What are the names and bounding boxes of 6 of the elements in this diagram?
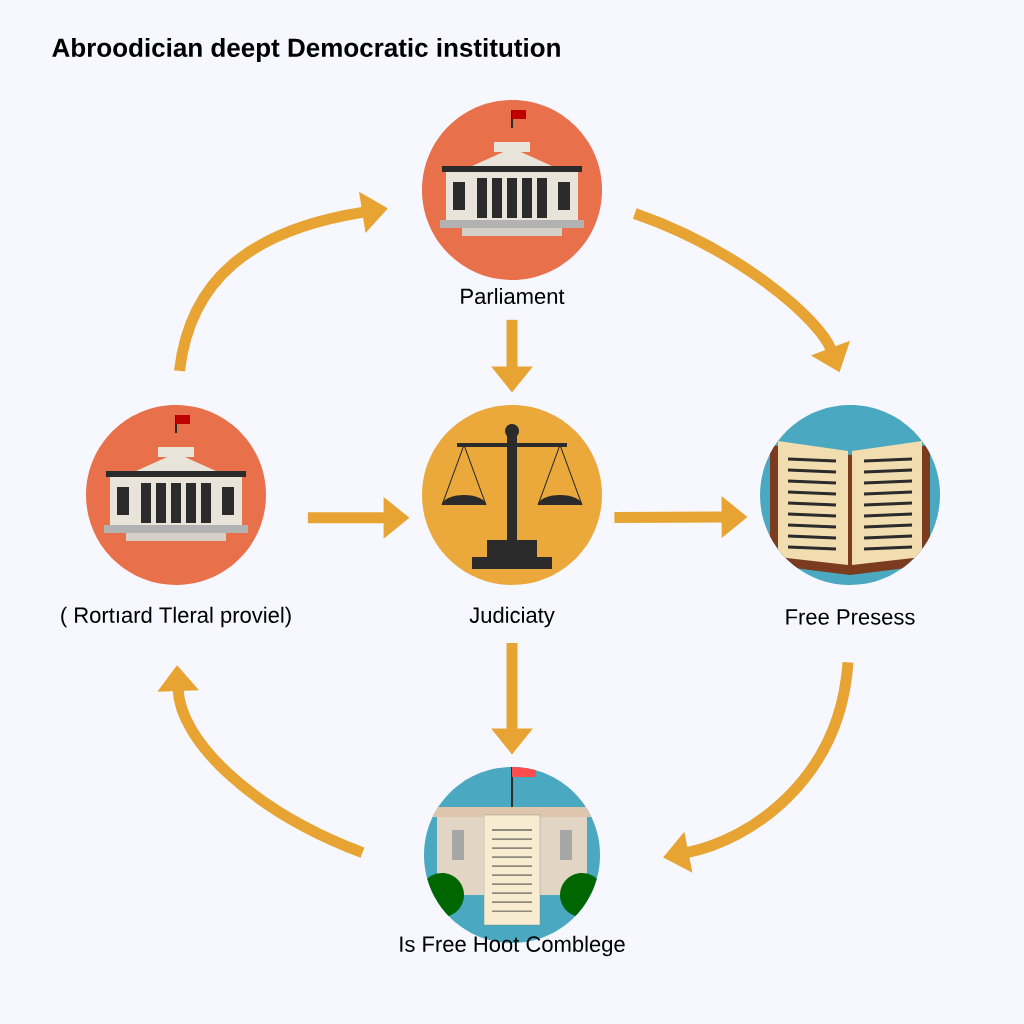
node-label: Free Presess <box>786 609 915 625</box>
node-label: Is Free Hoot Comblege <box>400 935 625 957</box>
title: Abroodician deept Democratic institution <box>52 37 560 63</box>
node-label: Judiciaty <box>469 606 555 628</box>
node-label: Parliament <box>461 287 565 305</box>
node-label: ( Rortıard Tleral proviel) <box>61 606 291 628</box>
